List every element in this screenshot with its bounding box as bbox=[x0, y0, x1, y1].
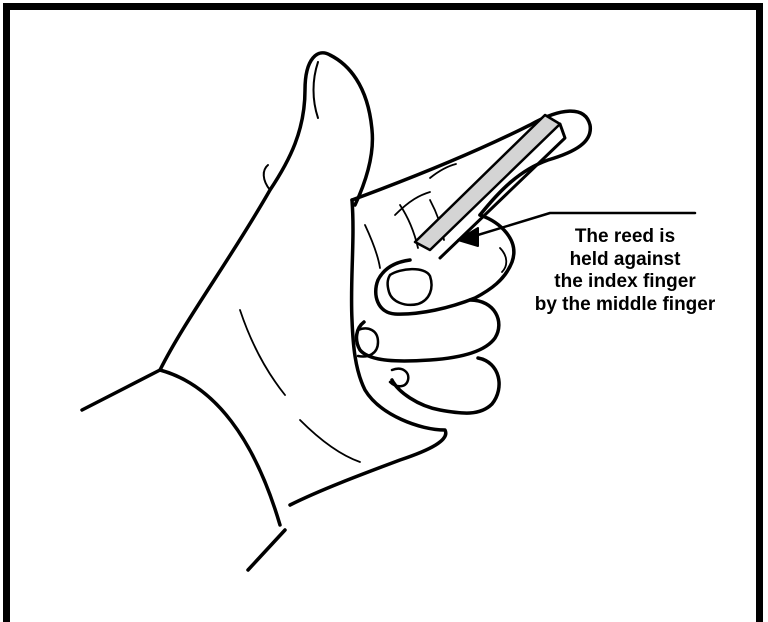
little-finger-outline bbox=[392, 358, 499, 413]
wrist-crease bbox=[300, 420, 360, 462]
ring-finger-outline bbox=[357, 300, 499, 361]
hand-dorsal-line bbox=[240, 310, 285, 395]
forearm-outline bbox=[82, 370, 160, 410]
middle-fingernail bbox=[388, 269, 432, 305]
hand-crease-1 bbox=[264, 165, 270, 190]
caption-line-4: by the middle finger bbox=[500, 294, 750, 317]
hand-back-outline bbox=[160, 53, 372, 370]
caption-text: The reed is held against the index finge… bbox=[500, 226, 750, 316]
caption-line-3: the index finger bbox=[500, 271, 750, 294]
sleeve-cuff-line bbox=[160, 370, 280, 525]
thumb-inner-line bbox=[314, 62, 319, 118]
index-finger-crease bbox=[395, 192, 430, 215]
little-fingernail bbox=[390, 369, 408, 387]
forearm-lower-outline bbox=[248, 530, 285, 570]
palm-crease-1 bbox=[365, 225, 380, 268]
caption-line-1: The reed is bbox=[500, 226, 750, 249]
caption-line-2: held against bbox=[500, 249, 750, 272]
